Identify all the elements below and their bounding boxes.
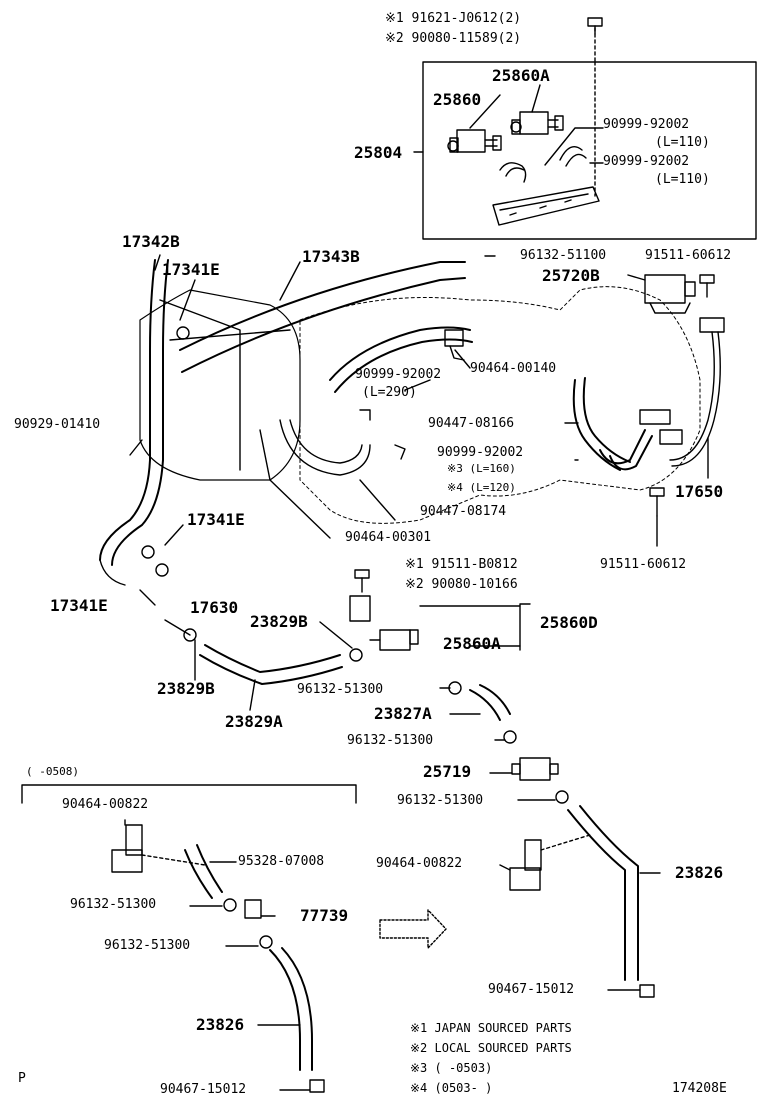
label-25860a: 25860A [443, 634, 501, 653]
label-l110-b: (L=110) [655, 172, 710, 187]
vsv-assembly-box [413, 17, 757, 240]
label-96132-51300-e: 96132-51300 [104, 938, 191, 953]
label-90447-08174: 90447-08174 [420, 504, 507, 519]
label-91511-60612-top: 91511-60612 [645, 248, 732, 263]
note-91621: ※1 91621-J0612(2) [385, 11, 522, 26]
label-25860d: 25860D [540, 613, 598, 632]
label-25720b: 25720B [542, 266, 600, 285]
early-model-box [21, 784, 357, 1093]
note-l120: ※4 (L=120) [447, 481, 516, 494]
label-23829b-b: 23829B [157, 679, 215, 698]
label-96132-51100: 96132-51100 [520, 248, 607, 263]
label-91511-60612-b: 91511-60612 [600, 557, 687, 572]
label-17630: 17630 [190, 598, 239, 617]
label-90999-92002-c: 90999-92002 [437, 445, 524, 460]
label-96132-51300-d: 96132-51300 [70, 897, 157, 912]
label-90929-01410: 90929-01410 [14, 417, 101, 432]
legend-post-0503: ※4 (0503- ) [410, 1081, 493, 1095]
note-90080-10166: ※2 90080-10166 [405, 577, 518, 592]
label-25804: 25804 [354, 143, 403, 162]
label-23829a: 23829A [225, 712, 283, 731]
note-l160: ※3 (L=160) [447, 462, 516, 475]
label-90464-00140: 90464-00140 [470, 361, 557, 376]
label-96132-51300-a: 96132-51300 [297, 682, 384, 697]
label-95328-07008: 95328-07008 [238, 854, 325, 869]
late-model-parts [499, 805, 661, 998]
label-23829b-a: 23829B [250, 612, 308, 631]
replacement-arrow [379, 909, 447, 949]
label-90467-15012-right: 90467-15012 [488, 982, 575, 997]
label-90447-08166: 90447-08166 [428, 416, 515, 431]
label-17342b: 17342B [122, 232, 180, 251]
canister-assembly [99, 254, 701, 606]
label-90999-92002-l290: 90999-92002 [355, 367, 442, 382]
label-23826-right: 23826 [675, 863, 724, 882]
label-23827a: 23827A [374, 704, 432, 723]
vsv-25860d [164, 569, 569, 804]
legend-local: ※2 LOCAL SOURCED PARTS [410, 1041, 572, 1055]
date-range-note: ( -0508) [26, 765, 79, 778]
label-90464-00822-b: 90464-00822 [376, 856, 463, 871]
label-90464-00301: 90464-00301 [345, 530, 432, 545]
label-23826-left: 23826 [196, 1015, 245, 1034]
label-17341e-a: 17341E [162, 260, 220, 279]
label-17650: 17650 [675, 482, 724, 501]
corner-mark: P [18, 1071, 26, 1086]
note-91511-b0812: ※1 91511-B0812 [405, 557, 518, 572]
label-90999-92002-a: 90999-92002 [603, 117, 690, 132]
label-25860-top: 25860A [492, 66, 550, 85]
legend-pre-0503: ※3 ( -0503) [410, 1061, 493, 1075]
label-77739: 77739 [300, 906, 349, 925]
label-17341e-c: 17341E [50, 596, 108, 615]
legend-japan: ※1 JAPAN SOURCED PARTS [410, 1021, 572, 1035]
label-90464-00822-a: 90464-00822 [62, 797, 149, 812]
label-25860-left: 25860 [433, 90, 482, 109]
label-25719: 25719 [423, 762, 472, 781]
label-17343b: 17343B [302, 247, 360, 266]
label-17341e-b: 17341E [187, 510, 245, 529]
note-90080-11589: ※2 90080-11589(2) [385, 31, 522, 46]
vsv-25720b [572, 274, 725, 547]
figure-number: 174208E [672, 1081, 727, 1096]
label-90999-92002-b: 90999-92002 [603, 154, 690, 169]
label-90467-15012-left: 90467-15012 [160, 1082, 247, 1097]
label-96132-51300-c: 96132-51300 [397, 793, 484, 808]
label-l290: (L=290) [362, 385, 417, 400]
label-l110-a: (L=110) [655, 135, 710, 150]
label-96132-51300-b: 96132-51300 [347, 733, 434, 748]
